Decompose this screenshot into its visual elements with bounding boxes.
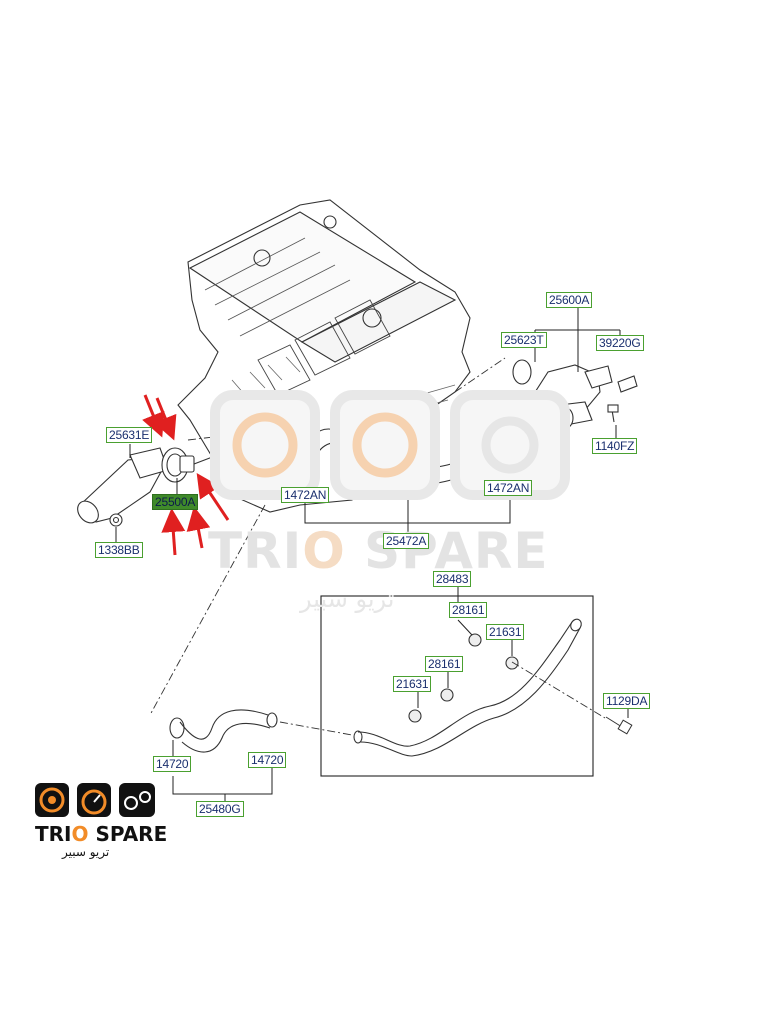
bolt-1129da xyxy=(605,716,633,735)
label-1140fz: 1140FZ xyxy=(592,438,638,454)
label-25631e: 25631E xyxy=(106,427,153,443)
watermark-brand: TRIO SPARE xyxy=(208,522,549,580)
pipe-28483 xyxy=(353,618,582,757)
label-25472a: 25472A xyxy=(383,533,430,549)
leader-lines xyxy=(115,308,629,802)
pipe-group-box xyxy=(320,595,594,777)
label-21631-top: 21631 xyxy=(486,624,525,640)
thermostat-25500a xyxy=(161,424,236,483)
label-25500a: 25500A xyxy=(152,494,199,510)
label-21631-mid: 21631 xyxy=(393,676,432,692)
label-28161-top: 28161 xyxy=(449,602,488,618)
logo-icons xyxy=(35,783,155,817)
logo-arabic: تريو سبير xyxy=(62,845,110,859)
label-39220g: 39220G xyxy=(596,335,644,351)
label-25480g: 25480G xyxy=(196,801,244,817)
label-25600a: 25600A xyxy=(546,292,593,308)
label-1338bb: 1338BB xyxy=(95,542,143,558)
watermark-icons xyxy=(210,390,570,500)
watermark-arabic: تريو سبير xyxy=(300,585,395,613)
label-1472an-left: 1472AN xyxy=(281,487,330,503)
label-14720-right: 14720 xyxy=(248,752,287,768)
label-14720-left: 14720 xyxy=(153,756,192,772)
label-25623t: 25623T xyxy=(501,332,547,348)
label-28161-mid: 28161 xyxy=(425,656,464,672)
label-28483: 28483 xyxy=(433,571,472,587)
label-1472an-right: 1472AN xyxy=(484,480,533,496)
thermostat-housing-25631e xyxy=(77,447,169,527)
hose-25480g xyxy=(169,709,278,753)
label-1129da: 1129DA xyxy=(603,693,651,709)
logo-brand: TRIO SPARE xyxy=(35,822,168,846)
red-arrows xyxy=(142,394,230,556)
